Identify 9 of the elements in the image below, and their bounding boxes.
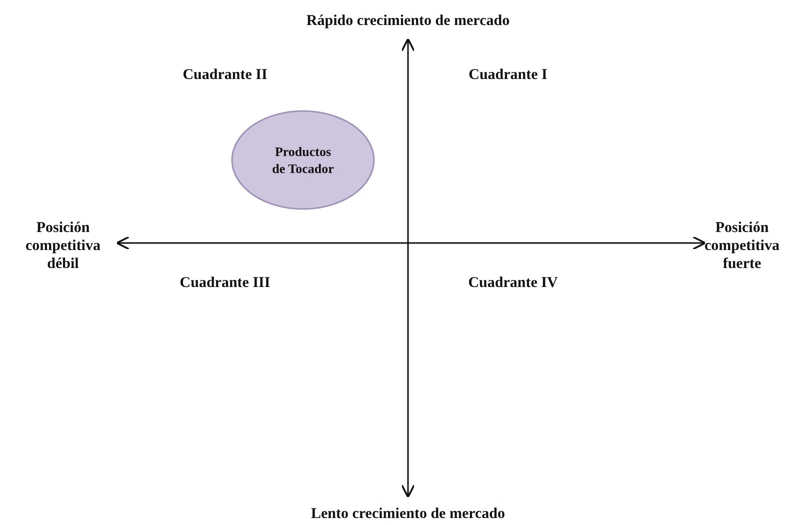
quadrant-label: Cuadrante IV [468, 274, 558, 292]
quadrant-label: Cuadrante I [468, 66, 548, 84]
quadrant-label: Cuadrante III [180, 274, 270, 292]
node-text: Productos de Tocador [271, 143, 335, 177]
axis-label: Lento crecimiento de mercado [311, 505, 505, 523]
axis-label: Posición competitiva débil [24, 219, 102, 273]
axis-label: Posición competitiva fuerte [704, 219, 780, 273]
axis-label: Rápido crecimiento de mercado [306, 12, 510, 30]
quadrant-label: Cuadrante II [182, 66, 268, 84]
